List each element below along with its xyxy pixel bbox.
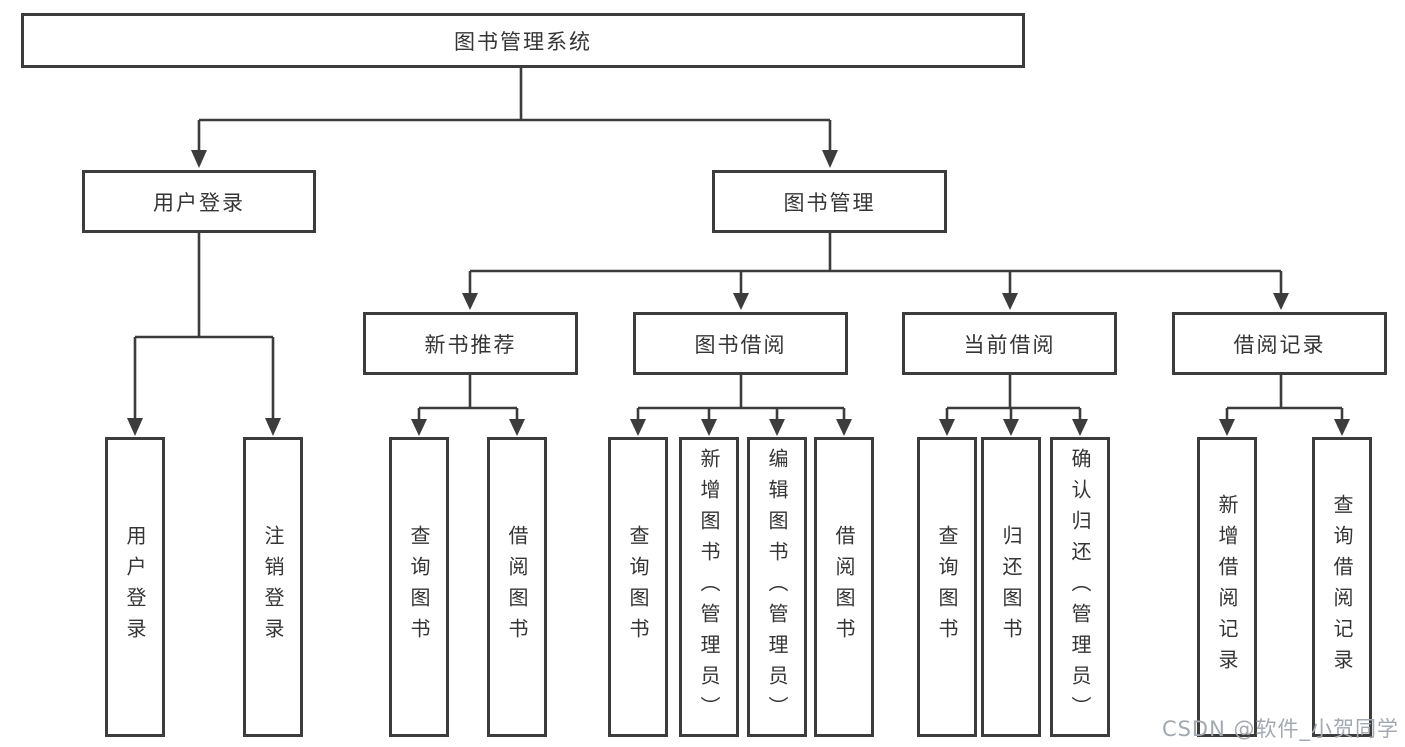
leaf-add-book-admin: 新增图书（管理员） [679, 437, 739, 737]
node-user-login: 用户登录 [82, 170, 316, 233]
node-book-management: 图书管理 [712, 170, 947, 233]
leaf-add-borrow-record: 新增借阅记录 [1197, 437, 1257, 737]
leaf-query-books-current: 查询图书 [917, 437, 977, 737]
node-borrowing-records: 借阅记录 [1172, 312, 1387, 375]
node-new-book-recommend: 新书推荐 [363, 312, 578, 375]
arrowheads [127, 150, 1350, 436]
leaf-query-borrow-record: 查询借阅记录 [1312, 437, 1372, 737]
leaf-query-books-borrow: 查询图书 [608, 437, 668, 737]
leaf-user-login: 用户登录 [105, 437, 165, 737]
leaf-return-books: 归还图书 [981, 437, 1041, 737]
leaf-logout: 注销登录 [243, 437, 303, 737]
connector-paths [133, 68, 1344, 421]
leaf-confirm-return-admin: 确认归还（管理员） [1050, 437, 1110, 737]
leaf-borrow-books: 借阅图书 [814, 437, 874, 737]
leaf-query-books-recommend: 查询图书 [389, 437, 449, 737]
leaf-edit-book-admin: 编辑图书（管理员） [747, 437, 807, 737]
node-library-system: 图书管理系统 [21, 13, 1025, 68]
node-book-borrowing: 图书借阅 [633, 312, 848, 375]
leaf-borrow-books-recommend: 借阅图书 [487, 437, 547, 737]
watermark: CSDN @软件_小贺同学 [1161, 717, 1399, 741]
node-current-borrowing: 当前借阅 [902, 312, 1117, 375]
